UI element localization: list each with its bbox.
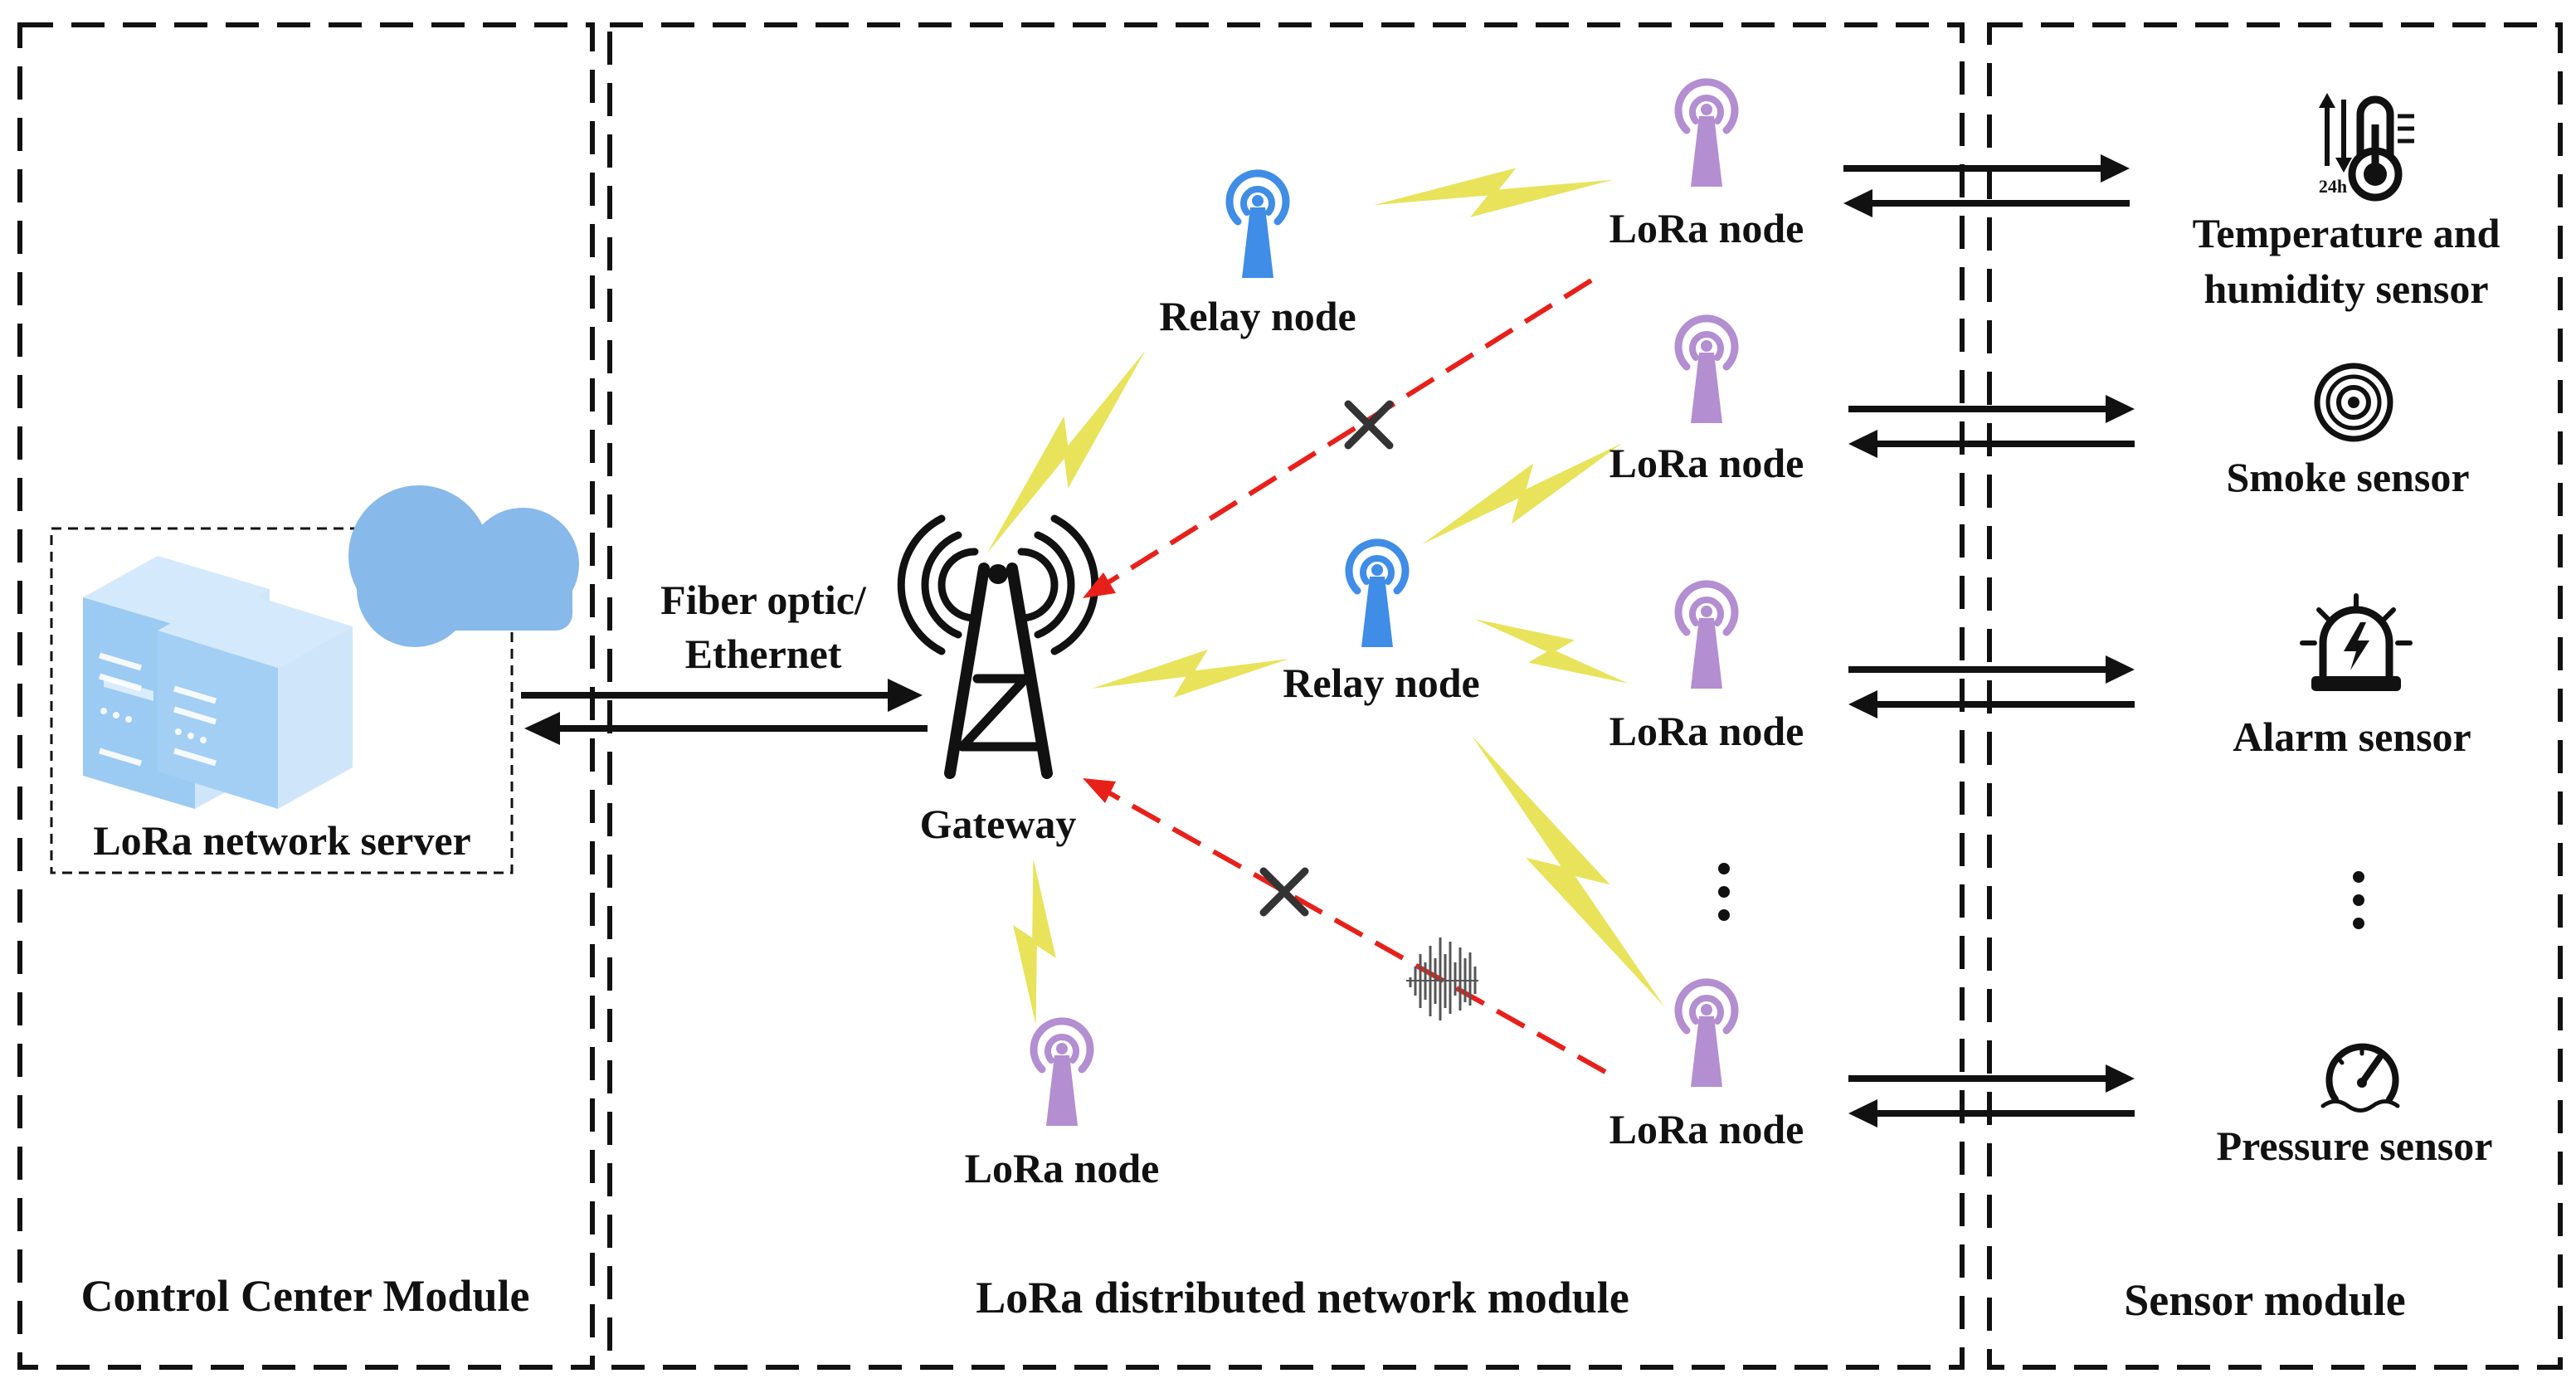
lora-node-5-icon bbox=[1034, 1021, 1090, 1126]
lora-node-3-icon bbox=[1678, 584, 1735, 689]
network-frame bbox=[607, 22, 1965, 1370]
relay-node-2-label: Relay node bbox=[1283, 660, 1480, 706]
link-label-line1: Fiber optic/ bbox=[660, 577, 867, 623]
temperature-label-line2: humidity sensor bbox=[2203, 265, 2488, 312]
link-label-line2: Ethernet bbox=[685, 631, 842, 677]
lightning-icon bbox=[1446, 724, 1690, 1018]
lora-node-3-label: LoRa node bbox=[1609, 708, 1804, 754]
lora-node-1-label: LoRa node bbox=[1609, 205, 1804, 251]
sensor-module-title: Sensor module bbox=[2124, 1275, 2406, 1325]
sensor-frame bbox=[1987, 22, 2563, 1370]
lightning-icon bbox=[1007, 857, 1062, 1026]
lora-node-2-label: LoRa node bbox=[1609, 440, 1804, 486]
lora-node-4-label: LoRa node bbox=[1609, 1106, 1804, 1152]
network-module-title: LoRa distributed network module bbox=[976, 1273, 1629, 1322]
pressure-sensor-label: Pressure sensor bbox=[2217, 1123, 2493, 1169]
lora-node-5-label: LoRa node bbox=[965, 1145, 1160, 1191]
lightning-icon bbox=[1088, 633, 1293, 714]
thermometer-icon bbox=[2319, 93, 2414, 202]
arrow-right-icon bbox=[888, 679, 923, 712]
dots-icon bbox=[1718, 863, 1730, 921]
alarm-sensor-label: Alarm sensor bbox=[2233, 713, 2471, 760]
gateway-label: Gateway bbox=[920, 801, 1077, 847]
control-center-title: Control Center Module bbox=[81, 1271, 530, 1321]
relay-node-1-label: Relay node bbox=[1159, 293, 1356, 339]
tower-icon bbox=[897, 514, 1099, 779]
x-icon bbox=[1348, 404, 1390, 446]
server-group-box bbox=[50, 527, 514, 874]
failed-links bbox=[1083, 278, 1607, 1074]
lora-node-2-icon bbox=[1678, 319, 1735, 423]
smoke-detector-icon bbox=[2314, 363, 2393, 442]
fiber-link-arrows bbox=[521, 679, 928, 745]
lightning-icon bbox=[1415, 419, 1630, 568]
arrow-left-icon bbox=[524, 712, 560, 745]
lightning-icon bbox=[1467, 606, 1636, 696]
smoke-sensor-label: Smoke sensor bbox=[2226, 454, 2469, 500]
x-icon bbox=[1264, 871, 1305, 913]
lightning-icon bbox=[1371, 153, 1616, 232]
lightning-icon bbox=[973, 334, 1159, 571]
thermometer-badge: 24h bbox=[2319, 176, 2347, 197]
noise-icon bbox=[1406, 938, 1478, 1020]
dots-icon bbox=[2353, 871, 2364, 929]
arrow-pair-1 bbox=[1843, 154, 2130, 217]
relay-node-1-icon bbox=[1230, 173, 1286, 278]
cloud-icon bbox=[348, 485, 579, 647]
lora-node-4-icon bbox=[1678, 982, 1735, 1087]
server-icon bbox=[83, 556, 353, 809]
temperature-label-line1: Temperature and bbox=[2193, 210, 2501, 256]
lora-node-1-icon bbox=[1678, 82, 1735, 187]
relay-node-2-icon bbox=[1349, 543, 1405, 647]
pressure-gauge-icon bbox=[2320, 1043, 2400, 1113]
alarm-icon bbox=[2300, 593, 2413, 691]
server-label: LoRa network server bbox=[93, 817, 470, 864]
